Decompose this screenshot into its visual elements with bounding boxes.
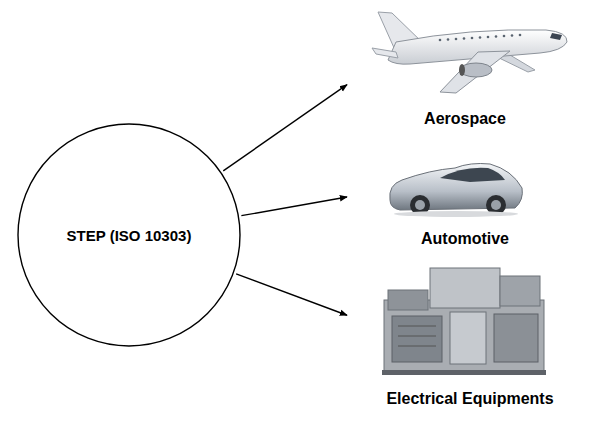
industry-label: Aerospace: [424, 110, 506, 128]
industry-node: Automotive: [350, 150, 580, 250]
standard-name: STEP (ISO 10303): [67, 227, 192, 244]
arrow-connector: [236, 274, 347, 315]
standard-circle: STEP (ISO 10303): [17, 123, 241, 347]
industry-node: Electrical Equipments: [350, 262, 590, 410]
arrow-connector: [223, 85, 347, 171]
industry-node: Aerospace: [350, 4, 580, 130]
arrow-connector: [241, 197, 347, 216]
industry-label: Automotive: [421, 230, 509, 248]
industry-label: Electrical Equipments: [386, 390, 553, 408]
